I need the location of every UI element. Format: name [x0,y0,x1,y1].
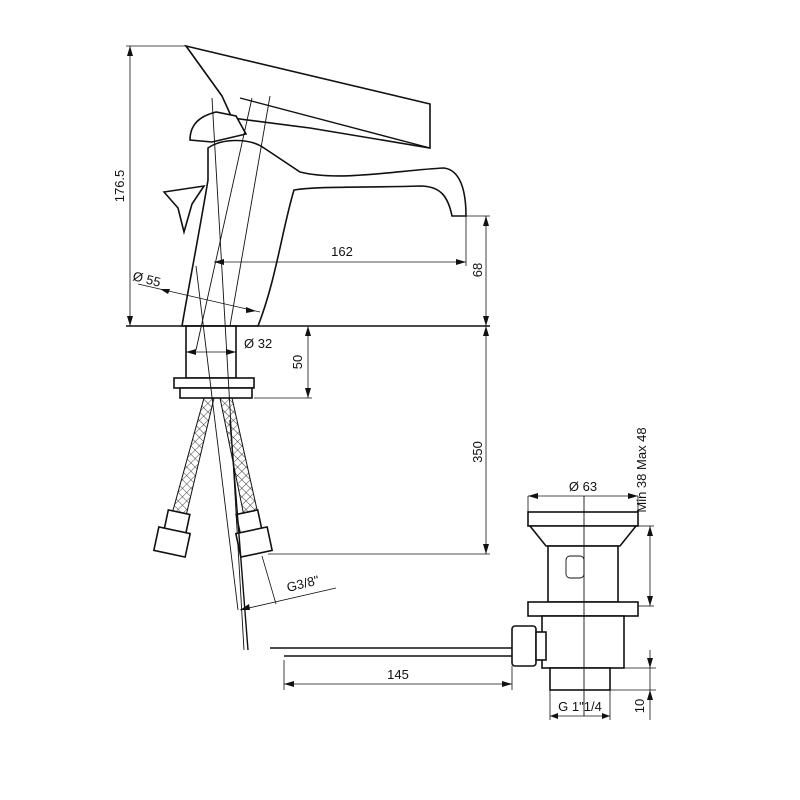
dim-waste-thickness: Min 38 Max 48 [634,427,649,512]
dim-hose-thread: G3/8" [285,572,321,595]
hose-left-nut [152,525,192,559]
lever [162,184,206,236]
waste-flange [527,511,639,527]
waste-assembly [270,496,639,716]
waste-cone [528,525,638,547]
dim-overall-height: 176.5 [112,170,127,203]
dim-rod-length: 145 [387,667,409,682]
dim-shank-length: 50 [290,355,305,369]
nut-top [173,377,255,389]
waste-body [547,545,619,603]
waste-locknut [527,601,639,617]
dim-waste-diameter: Ø 63 [569,479,597,494]
waste-tail [541,615,625,669]
dim-hose-length: 350 [470,441,485,463]
waste-dimensions: Ø 63 Min 38 Max 48 145 G 1"1/4 10 [283,427,656,720]
hose-left [171,397,215,517]
dim-spout-reach: 162 [331,244,353,259]
hose-right [219,397,259,517]
flexible-hoses [152,397,274,651]
rod-collar [535,631,547,661]
waste-thread [549,667,611,691]
nut-bottom [179,387,253,399]
dim-waste-thread: G 1"1/4 [558,699,602,714]
body-main [181,139,467,327]
handle-cap [189,111,248,143]
dim-shank-diameter: Ø 32 [244,336,272,351]
popup-rod [229,419,249,651]
rod-nut [511,625,537,667]
dim-body-diameter: Ø 55 [131,268,162,289]
dim-spout-height: 68 [470,263,485,277]
dim-waste-thread-length: 10 [632,699,647,713]
hose-right-nut [234,525,274,559]
